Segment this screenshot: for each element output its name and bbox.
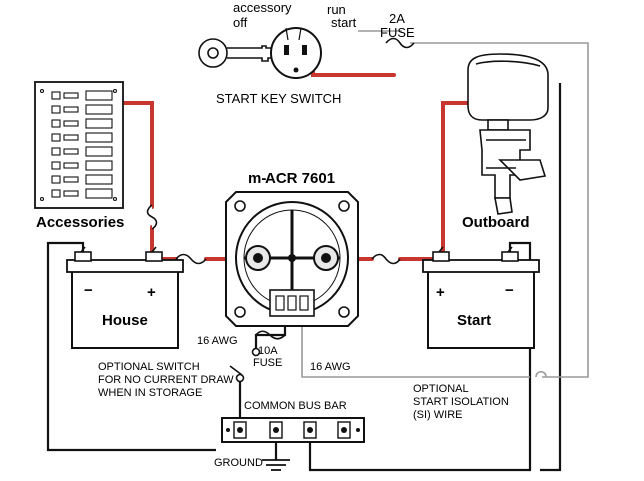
wire-house-negative-loop	[46, 241, 216, 452]
ground-icon	[262, 459, 290, 471]
wire-si-loop	[535, 370, 547, 378]
key-label-off: off	[233, 15, 248, 30]
fuse-icon	[175, 253, 207, 265]
house-plus-sign: +	[147, 284, 156, 301]
fuse-icon	[385, 37, 415, 49]
fuse-2a-label: 2A	[389, 11, 405, 26]
switch-panel-rows	[39, 88, 118, 202]
fuse-icon	[255, 330, 286, 340]
switch-panel-icon[interactable]	[34, 81, 124, 209]
macr-label: ACR 7601	[265, 170, 335, 187]
wire-si-to-relay	[301, 315, 530, 378]
wire-accessories-to-house	[121, 101, 154, 209]
start-key-switch[interactable]	[198, 27, 322, 79]
start-battery-label: Start	[457, 312, 491, 329]
si-wire-line2: START ISOLATION	[413, 396, 509, 408]
start-minus-sign: −	[505, 282, 514, 299]
ignition-switch-icon	[270, 27, 322, 79]
fuse-10a-sublabel: FUSE	[253, 357, 282, 369]
key-label-accessory: accessory	[233, 0, 292, 15]
awg-label-right: 16 AWG	[310, 361, 351, 373]
key-label-start: start	[331, 15, 357, 30]
ground-label: GROUND	[214, 457, 263, 469]
fuse-10a-label: 10A	[258, 345, 278, 357]
gray-wires	[301, 30, 589, 378]
relay-icon[interactable]	[225, 191, 359, 327]
si-wire-line3: (SI) WIRE	[413, 409, 463, 421]
fuse-icon	[371, 253, 401, 265]
wire-start-negative	[308, 241, 532, 472]
fuse-2a-sublabel: FUSE	[380, 25, 415, 40]
optional-switch-line2: FOR NO CURRENT DRAW	[98, 374, 234, 386]
house-minus-sign: −	[84, 282, 93, 299]
house-battery-label: House	[102, 312, 148, 329]
optional-switch-icon[interactable]	[229, 347, 261, 383]
accessories-label: Accessories	[36, 214, 124, 231]
wire-key-switch-to-fuse	[311, 55, 396, 77]
wire-outboard-ground	[540, 83, 562, 472]
start-plus-sign: +	[436, 284, 445, 301]
si-wire-line1: OPTIONAL	[413, 383, 469, 395]
start-key-switch-label: START KEY SWITCH	[216, 91, 341, 106]
wire-outboard-to-start	[441, 101, 470, 260]
key-icon	[198, 38, 275, 68]
outboard-label: Outboard	[462, 214, 530, 231]
wire-fuse-to-si	[410, 42, 589, 378]
key-label-run: run	[327, 2, 346, 17]
bus-bar-icon[interactable]	[221, 417, 365, 443]
common-bus-bar-label: COMMON BUS BAR	[244, 400, 347, 412]
macr-prefix: m-	[248, 170, 266, 187]
fuse-icon	[146, 204, 158, 230]
optional-switch-line1: OPTIONAL SWITCH	[98, 361, 200, 373]
battery-icon[interactable]	[66, 246, 184, 349]
outboard-motor-icon[interactable]	[467, 53, 549, 215]
awg-label-left: 16 AWG	[197, 335, 238, 347]
battery-icon[interactable]	[422, 246, 540, 349]
optional-switch-line3: WHEN IN STORAGE	[98, 387, 202, 399]
